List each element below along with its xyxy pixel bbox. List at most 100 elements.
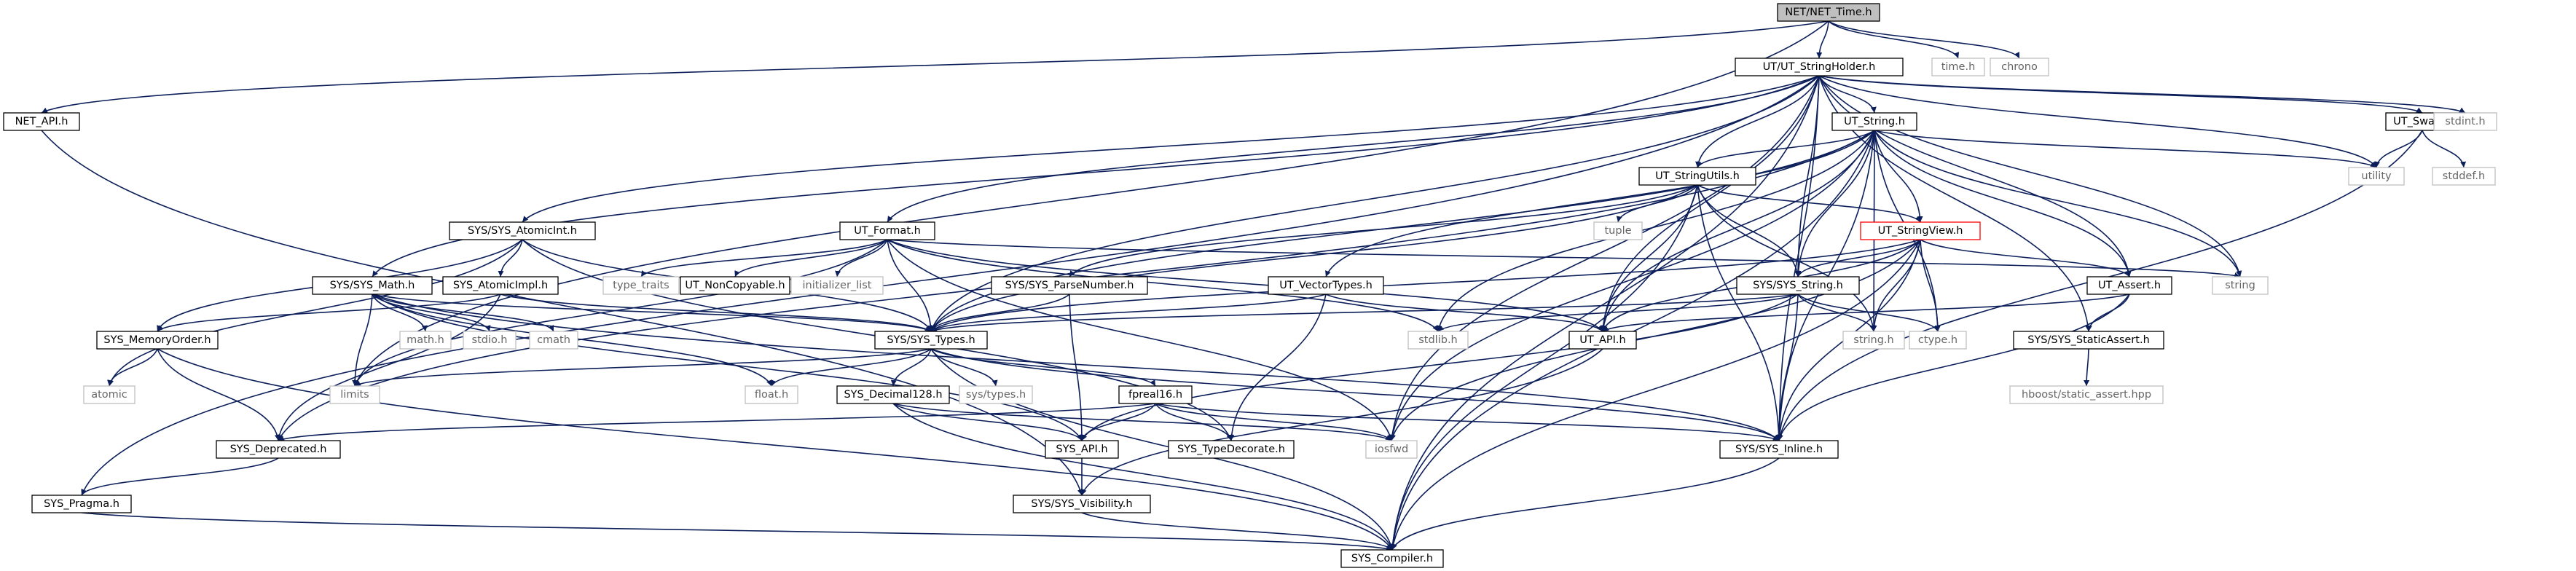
node-box	[1638, 167, 1756, 186]
node-box	[96, 331, 219, 350]
edge-ut-format-to-string	[887, 239, 2241, 278]
edge-ut-swap-to-stddef-h	[2422, 130, 2467, 168]
node-box	[1407, 331, 1469, 350]
node-box	[329, 385, 380, 404]
node-hboost-static-assert: hboost/static_assert.hpp	[2009, 385, 2164, 404]
node-sys-memoryorder[interactable]: SYS_MemoryOrder.h	[96, 331, 219, 350]
node-box	[1268, 276, 1384, 295]
node-label: stddef.h	[2443, 170, 2485, 182]
node-sys-typedecorate[interactable]: SYS_TypeDecorate.h	[1168, 440, 1295, 459]
node-label: stdio.h	[472, 334, 508, 346]
node-ut-string[interactable]: UT_String.h	[1831, 112, 1917, 131]
edge-ut-stringholder-to-stdint-h	[1818, 75, 2466, 114]
node-sys-staticassert[interactable]: SYS/SYS_StaticAssert.h	[2013, 331, 2164, 350]
node-box	[1909, 331, 1967, 350]
node-sys-math[interactable]: SYS/SYS_Math.h	[312, 276, 433, 295]
node-fpreal16[interactable]: fpreal16.h	[1118, 385, 1193, 404]
node-stddef-h: stddef.h	[2432, 167, 2496, 186]
node-float-h: float.h	[745, 385, 798, 404]
edge-sys-string-to-sys-inline	[1776, 294, 1799, 441]
edge-ut-stringutils-to-ut-stringview	[1697, 184, 1921, 223]
node-label: SYS/SYS_Visibility.h	[1031, 498, 1132, 510]
node-sys-visibility[interactable]: SYS/SYS_Visibility.h	[1013, 495, 1151, 513]
node-label: UT_Format.h	[854, 225, 921, 237]
edge-ut-stringview-to-sys-string	[1796, 239, 1921, 277]
node-limits: limits	[329, 385, 380, 404]
node-sys-atomicint[interactable]: SYS/SYS_AtomicInt.h	[449, 221, 596, 240]
edge-ut-stringholder-to-sys-math	[372, 75, 1820, 277]
edge-sys-types-to-limits	[354, 348, 932, 387]
edge-root-to-time-h	[1828, 20, 1960, 59]
node-utility: utility	[2348, 167, 2405, 186]
edge-fpreal16-to-sys-typedecorate	[1155, 403, 1233, 441]
node-box	[1735, 58, 1904, 76]
node-box	[790, 276, 884, 295]
node-ut-stringview[interactable]: UT_StringView.h	[1860, 221, 1981, 240]
node-sys-decimal128[interactable]: SYS_Decimal128.h	[836, 385, 950, 404]
node-box	[745, 385, 798, 404]
node-ut-stringholder[interactable]: UT/UT_StringHolder.h	[1735, 58, 1904, 76]
node-box	[680, 276, 790, 295]
edge-sys-types-to-sys-decimal128	[890, 348, 932, 387]
node-sys-deprecated[interactable]: SYS_Deprecated.h	[216, 440, 341, 459]
node-label: math.h	[407, 334, 444, 346]
node-box	[399, 331, 452, 350]
node-net-api[interactable]: NET_API.h	[3, 112, 80, 131]
node-box	[602, 276, 680, 295]
node-box	[2433, 112, 2497, 131]
edge-ut-string-to-ut-assert	[1874, 130, 2132, 277]
node-label: UT_API.h	[1579, 334, 1625, 346]
node-ut-format[interactable]: UT_Format.h	[839, 221, 935, 240]
edge-sys-atomicimpl-to-sys-deprecated	[276, 294, 501, 441]
edge-root-to-chrono	[1828, 20, 2020, 59]
edge-ut-format-to-type-traits	[640, 239, 888, 277]
node-sys-parsenumber[interactable]: SYS/SYS_ParseNumber.h	[991, 276, 1148, 295]
node-label: SYS_Deprecated.h	[230, 444, 327, 455]
node-box	[1013, 495, 1151, 513]
node-label: SYS_AtomicImpl.h	[453, 280, 548, 291]
edge-ut-stringholder-to-ut-swap	[1818, 75, 2423, 114]
node-sys-atomicimpl[interactable]: SYS_AtomicImpl.h	[442, 276, 559, 295]
node-sys-types[interactable]: SYS/SYS_Types.h	[874, 331, 988, 350]
edge-root-to-ut-stringholder	[1816, 20, 1829, 59]
node-ut-stringutils[interactable]: UT_StringUtils.h	[1638, 167, 1756, 186]
node-ut-vectortypes[interactable]: UT_VectorTypes.h	[1268, 276, 1384, 295]
edge-sys-atomicint-to-atomic	[108, 239, 523, 387]
node-box	[312, 276, 433, 295]
node-label: NET_API.h	[15, 116, 68, 127]
node-box	[839, 221, 935, 240]
node-label: SYS/SYS_AtomicInt.h	[468, 225, 577, 237]
node-label: type_traits	[613, 280, 669, 291]
node-sys-compiler[interactable]: SYS_Compiler.h	[1340, 549, 1444, 568]
node-label: string.h	[1853, 334, 1893, 346]
node-label: SYS/SYS_ParseNumber.h	[1005, 280, 1134, 291]
node-label: utility	[2361, 170, 2392, 182]
node-sys-inline[interactable]: SYS/SYS_Inline.h	[1719, 440, 1839, 459]
node-box	[31, 495, 132, 513]
edge-ut-format-to-iosfwd	[887, 239, 1393, 441]
node-ut-noncopyable[interactable]: UT_NonCopyable.h	[680, 276, 790, 295]
node-root[interactable]: NET/NET_Time.h	[1777, 3, 1880, 22]
edge-sys-memoryorder-to-atomic	[107, 348, 158, 387]
edge-ut-format-to-ut-noncopyable	[734, 239, 888, 277]
edge-ut-stringutils-to-sys-types	[930, 184, 1698, 332]
node-ut-api[interactable]: UT_API.h	[1568, 331, 1637, 350]
edge-sys-memoryorder-to-sys-deprecated	[157, 348, 280, 441]
edge-ut-stringholder-to-sys-inline	[1776, 75, 1820, 441]
edge-ut-stringview-to-ut-assert	[1920, 239, 2130, 277]
node-cmath: cmath	[529, 331, 578, 350]
node-sys-string[interactable]: SYS/SYS_String.h	[1736, 276, 1860, 295]
node-string-h: string.h	[1842, 331, 1905, 350]
node-ut-assert[interactable]: UT_Assert.h	[2086, 276, 2172, 295]
node-box	[959, 385, 1033, 404]
node-box	[2212, 276, 2269, 295]
node-sys-api[interactable]: SYS_API.h	[1045, 440, 1119, 459]
edge-sys-string-to-ctype-h	[1797, 294, 1939, 332]
edge-sys-atomicimpl-to-sys-types	[500, 294, 932, 332]
node-box	[1990, 58, 2049, 76]
node-label: limits	[340, 389, 369, 401]
edges-layer	[41, 20, 2467, 551]
edge-sys-math-to-sys-types	[372, 294, 932, 332]
edge-ut-stringholder-to-string	[1818, 75, 2242, 277]
node-sys-pragma[interactable]: SYS_Pragma.h	[31, 495, 132, 513]
